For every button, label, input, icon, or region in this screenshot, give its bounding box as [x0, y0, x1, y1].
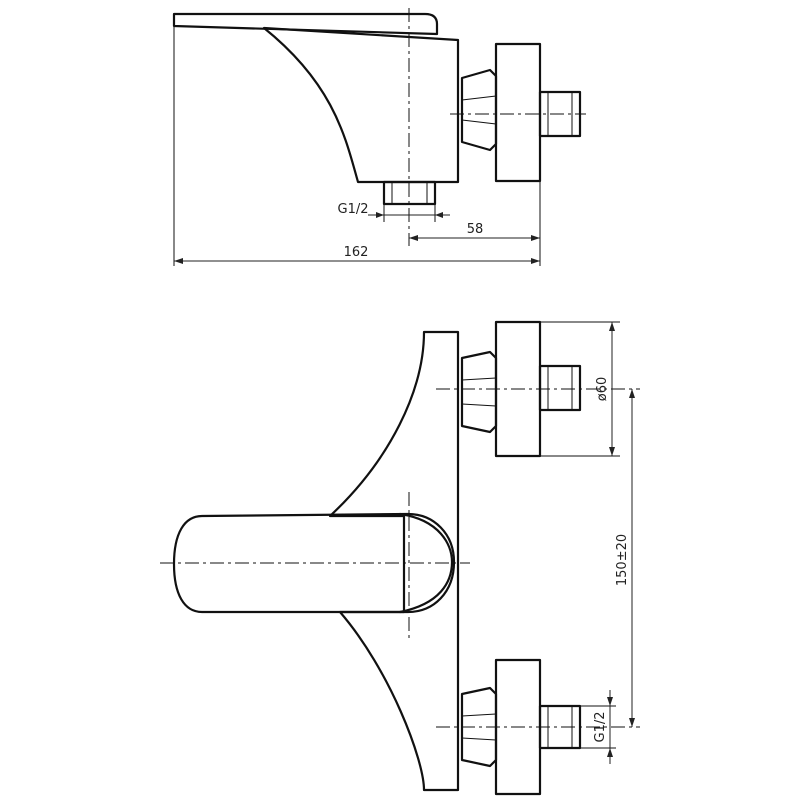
spout-top-plate — [172, 12, 439, 36]
dim-outlet-offset: 58 — [467, 222, 484, 237]
mixer-body-side — [262, 26, 460, 184]
wall-flange-side — [494, 42, 542, 183]
front-view: ø60 150±20 G1/2 — [160, 320, 640, 796]
dim-outlet-thread: G1/2 — [338, 202, 369, 217]
handle-cap — [398, 512, 454, 614]
inlet-pipe-upper — [538, 364, 582, 412]
hex-nut-upper — [460, 350, 498, 434]
lever-handle — [172, 512, 456, 614]
hex-nut-side — [460, 68, 498, 152]
dim-overall-length: 162 — [344, 245, 369, 260]
dim-center-distance: 150±20 — [615, 534, 630, 586]
side-view: G1/2 58 162 — [172, 8, 586, 266]
dim-inlet-thread: G1/2 — [593, 712, 608, 743]
dim-flange-diameter: ø60 — [595, 377, 610, 402]
mixer-backplate — [328, 330, 460, 792]
